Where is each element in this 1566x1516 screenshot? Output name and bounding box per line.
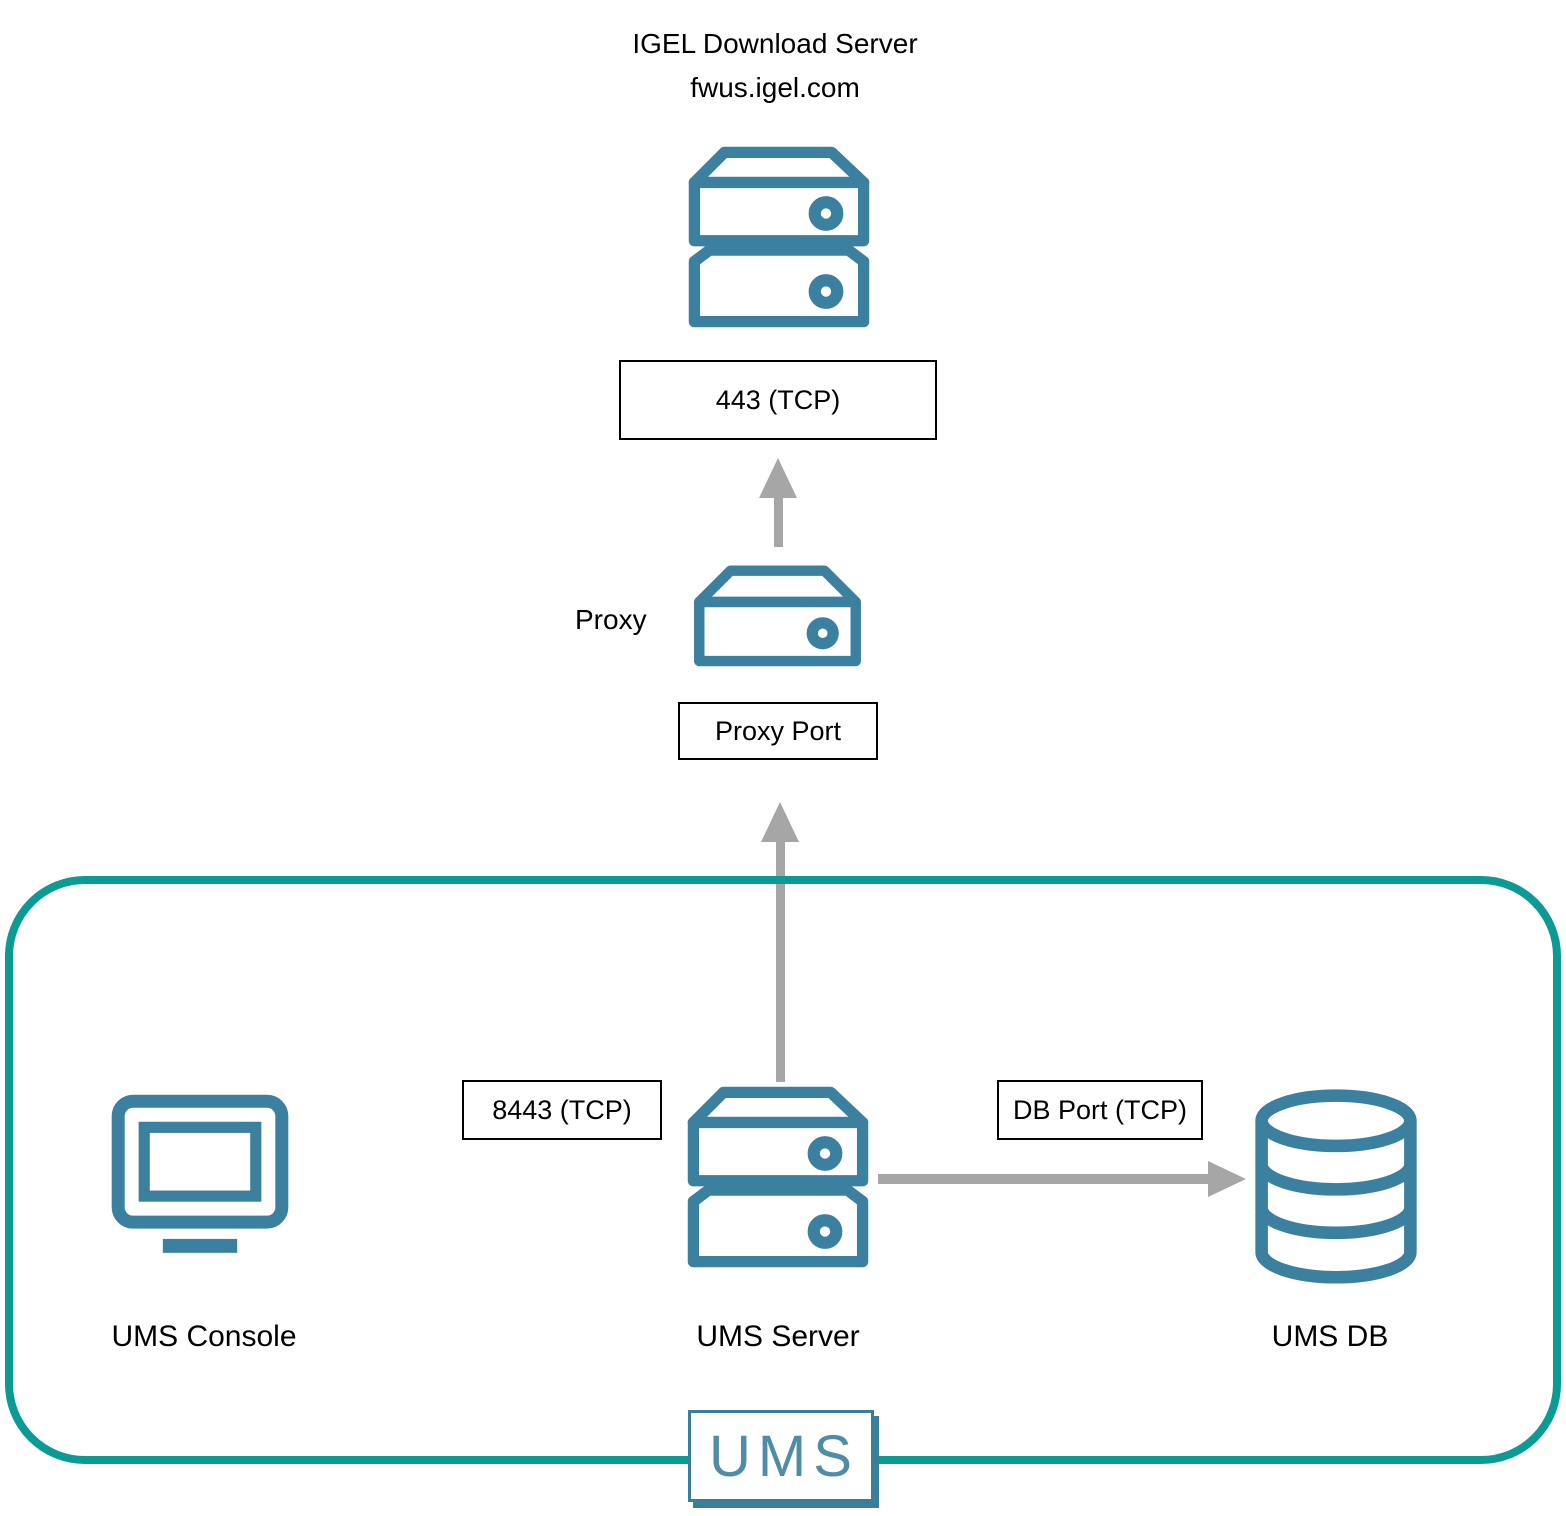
ums-console-label: UMS Console	[111, 1320, 297, 1353]
arrow-proxy-to-download-head	[759, 458, 797, 498]
ums-db-database-icon	[1255, 1089, 1417, 1284]
server-led-icon	[808, 274, 844, 309]
proxy-port-box: Proxy Port	[678, 702, 878, 760]
ums-console-monitor-icon	[111, 1094, 289, 1253]
ums-server-icon	[687, 1086, 869, 1268]
download-server-icon	[688, 146, 870, 328]
server-led-icon	[807, 1136, 843, 1171]
ums-logo-text: UMS	[709, 1423, 859, 1489]
proxy-server-icon	[694, 565, 861, 667]
port-443-label: 443 (TCP)	[715, 384, 841, 415]
server-led-icon	[807, 1214, 843, 1249]
port-443-box: 443 (TCP)	[619, 360, 937, 440]
arrow-server-to-db-shaft	[878, 1174, 1210, 1184]
download-server-title-line: IGEL Download Server	[632, 28, 918, 59]
db-port-box: DB Port (TCP)	[997, 1080, 1203, 1140]
monitor-stand	[162, 1238, 238, 1253]
arrow-proxy-to-download-shaft	[774, 492, 783, 547]
arrow-server-to-db-head	[1208, 1161, 1246, 1197]
arrow-server-to-proxy-head	[761, 802, 799, 842]
ums-server-label: UMS Server	[696, 1320, 860, 1353]
download-server-hostname: fwus.igel.com	[690, 72, 860, 103]
db-port-label: DB Port (TCP)	[1012, 1094, 1187, 1125]
ums-db-label: UMS DB	[1271, 1320, 1389, 1353]
download-server-title: IGEL Download Server fwus.igel.com	[480, 22, 1070, 110]
port-8443-box: 8443 (TCP)	[462, 1080, 662, 1140]
proxy-label: Proxy	[575, 604, 647, 635]
server-led-icon	[808, 196, 844, 231]
proxy-port-label: Proxy Port	[714, 715, 842, 746]
server-led-icon	[806, 617, 839, 650]
port-8443-label: 8443 (TCP)	[492, 1094, 632, 1125]
ums-logo: UMS	[688, 1410, 874, 1502]
arrow-server-to-proxy-shaft	[776, 836, 785, 1082]
